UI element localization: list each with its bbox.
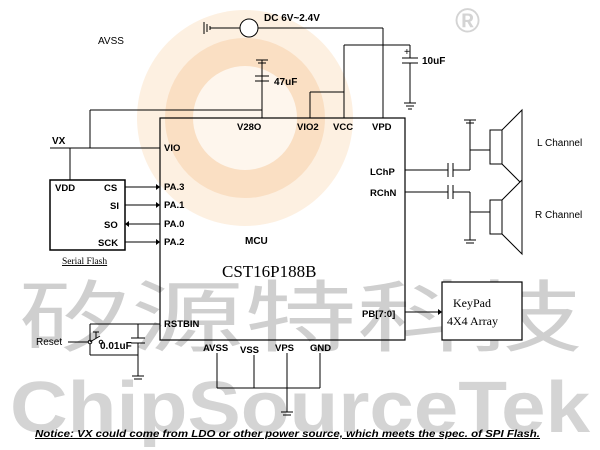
left-channel-path [405,119,490,177]
cap-47uf-label: 47uF [274,77,297,88]
mcu-box [159,117,406,341]
bottom-ground-bus [216,353,321,416]
registered-mark: ® [455,2,480,40]
ground-symbol-10uf [404,102,416,110]
flash-so: SO [104,220,118,231]
mcu-part-number: CST16P188B [222,262,316,281]
right-channel-label: R Channel [535,210,582,221]
svg-text:+: + [404,47,410,58]
vx-label: VX [52,136,66,147]
pin-vpd: VPD [372,122,392,133]
pin-rchn: RChN [370,188,397,199]
watermark-en-text: ChipSourceTek [10,368,591,448]
right-speaker [489,178,523,256]
dc-label: DC 6V~2.4V [264,13,320,24]
pin-pa3: PA.3 [164,182,184,193]
flash-cs: CS [104,183,117,194]
flash-vdd: VDD [55,183,75,194]
pin-vss: VSS [240,345,259,356]
right-channel-path [405,185,490,244]
left-speaker [489,108,523,186]
pin-vio2: VIO2 [297,122,319,133]
reset-switch [68,331,104,345]
ground-symbol-reset [132,375,144,380]
pin-vcc: VCC [333,122,353,133]
pin-lchp: LChP [370,167,395,178]
serial-flash-box [49,179,126,251]
mcu-title: MCU [245,236,268,247]
flash-sck: SCK [98,238,118,249]
pin-pa0: PA.0 [164,219,184,230]
avss-label: AVSS [98,36,124,47]
pin-pb: PB[7:0] [362,309,395,320]
spi-bus [125,184,160,245]
pin-pa2: PA.2 [164,237,184,248]
ground-symbol-47uf [256,59,268,64]
flash-si: SI [110,201,119,212]
cap-10uf-label: 10uF [422,56,445,67]
serial-flash-caption: Serial Flash [62,257,107,267]
pin-vio: VIO [164,143,180,154]
pin-avss: AVSS [203,343,228,354]
pin-v28o: V28O [237,122,261,133]
keypad-box [441,281,523,341]
dc-source [203,18,383,38]
reset-label: Reset [36,337,62,348]
cap-reset-label: 0.01uF [100,341,132,352]
pin-vps: VPS [275,343,294,354]
notice-text: Notice: VX could come from LDO or other … [35,429,540,440]
pin-rstbin: RSTBIN [164,319,200,330]
keypad-line2: 4X4 Array [447,314,498,328]
keypad-line1: KeyPad [453,296,491,310]
pin-pa1: PA.1 [164,200,185,211]
left-channel-label: L Channel [537,138,582,149]
pin-gnd: GND [310,343,331,354]
